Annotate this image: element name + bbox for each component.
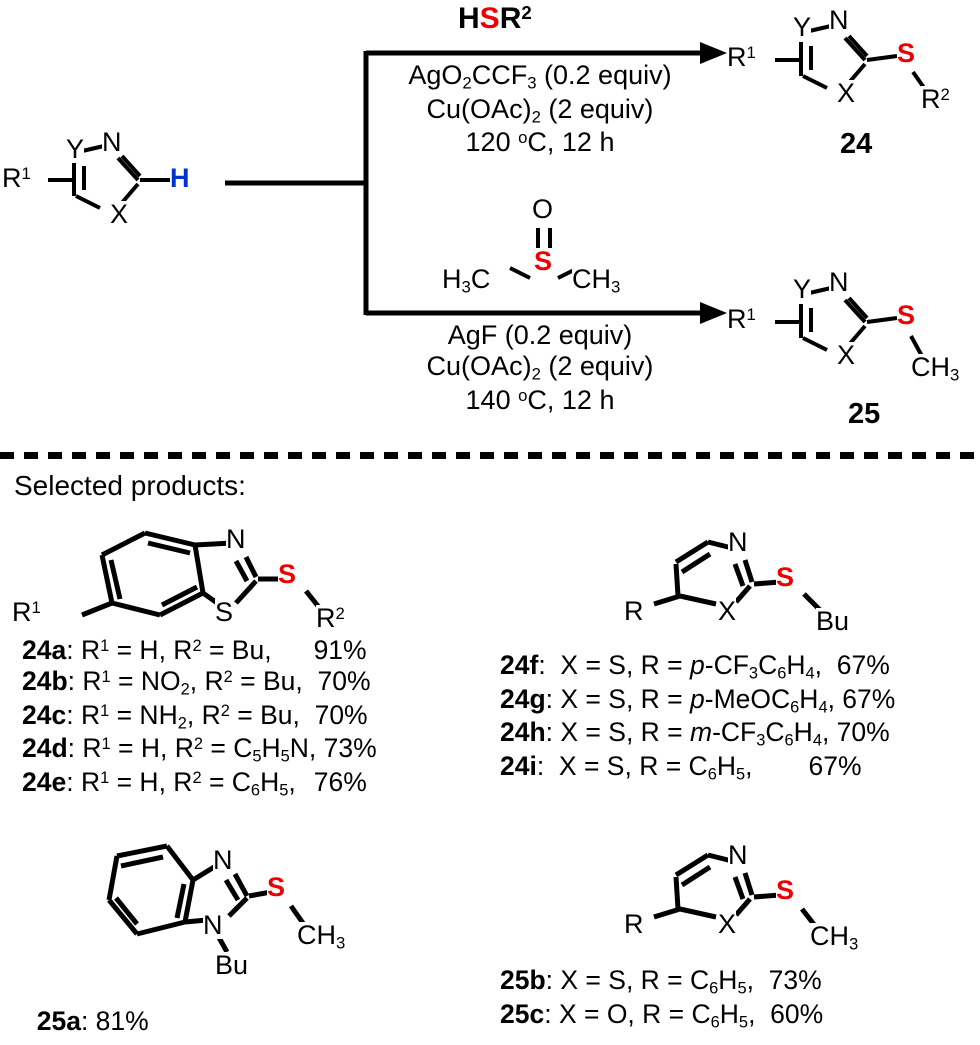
product-25-number: 25 xyxy=(848,398,881,430)
product24-r1-label: R1 xyxy=(727,42,756,72)
condition-line-2: Cu(OAc)2 (2 equiv) xyxy=(426,93,654,127)
substrate-y-label: Y xyxy=(66,134,85,164)
selected-products-heading: Selected products: xyxy=(14,470,246,501)
benzothiazole-r1-label: R1 xyxy=(12,597,41,627)
benzimidazole-sulfur-label: S xyxy=(267,872,286,902)
product25-y-label: Y xyxy=(793,274,812,304)
benzothiazole-r2-label: R2 xyxy=(316,603,345,633)
list-item: 24b: R1 = NO2, R2 = Bu, 70% xyxy=(22,666,371,699)
list-item: 24d: R1 = H, R2 = C5H5N, 73% xyxy=(22,733,377,766)
list-item: 24a: R1 = H, R2 = Bu,91% xyxy=(22,635,367,665)
list-item: 25b: X = S, R = C6H5, 73% xyxy=(500,965,822,998)
product25-n-label: N xyxy=(829,267,849,297)
thiazole-sme-r-label: R xyxy=(624,909,644,939)
benzothiazole-n-label: N xyxy=(226,524,246,554)
product-24-structure: R1 Y N X S R2 xyxy=(727,0,965,125)
benzimidazole-n-bottom-label: N xyxy=(203,910,223,940)
list-item: 25a xyxy=(36,1006,81,1036)
list-item: 24e: R1 = H, R2 = C6H5,76% xyxy=(22,766,367,800)
list-item: 25c: X = O, R = C6H5, 60% xyxy=(500,998,824,1032)
product-25-structure: R1 Y N X S CH3 xyxy=(727,262,975,392)
thiazole-sme-n-label: N xyxy=(728,840,748,870)
thiazole-sbu-n-label: N xyxy=(728,527,748,557)
dmso-s-label: S xyxy=(534,246,553,276)
thiazole-sbu-r-label: R xyxy=(624,596,644,626)
reagent-r2: R2 xyxy=(499,2,532,35)
thiazole-sme-x-label: X xyxy=(718,909,737,939)
product-24-number: 24 xyxy=(840,128,873,160)
dmso-right-methyl: CH3 xyxy=(572,264,621,297)
benzothiazole-ring-s-label: S xyxy=(215,597,234,627)
dmso-o-label: O xyxy=(532,194,554,224)
dmso-left-methyl: H3C xyxy=(442,264,491,297)
list-item: 24c: R1 = NH2, R2 = Bu, 70% xyxy=(22,699,368,733)
condition2-line-1: AgF (0.2 equiv) xyxy=(447,320,633,350)
condition-line-1: AgO2CCF3 (0.2 equiv) xyxy=(408,60,672,93)
thiazole-sme-skeleton xyxy=(653,852,818,929)
product24-sulfur-label: S xyxy=(897,38,916,68)
list-item: 24g: X = S, R = p-MeOC6H4, 67% xyxy=(500,683,896,717)
list-24-left: 24a: R1 = H, R2 = Bu,91% 24b: R1 = NO2, … xyxy=(22,635,377,800)
reagent-dmso: O S H3C CH3 xyxy=(404,196,684,306)
product25-x-label: X xyxy=(837,340,856,370)
benzothiazole-skeleton xyxy=(81,530,324,618)
substrate-structure: R1 Y N X H xyxy=(2,120,218,230)
thiazole-sme-structure: R N X S CH3 xyxy=(624,833,900,958)
thiazole-sbu-skeleton xyxy=(653,539,824,614)
list-25-left: 25a: 81% xyxy=(36,1006,149,1036)
substrate-n-label: N xyxy=(102,127,122,157)
benzothiazole-sr2-structure: R1 N S S R2 xyxy=(12,515,390,635)
benzothiazole-sulfur-label: S xyxy=(278,559,297,589)
reaction-arrows xyxy=(225,42,727,324)
substrate-skeleton xyxy=(48,144,170,210)
product25-methyl-label: CH3 xyxy=(911,352,960,385)
thiazole-sbu-structure: R N X S Bu xyxy=(624,520,890,640)
condition-line-3: 120 oC, 12 h xyxy=(465,127,615,158)
benzimidazole-skeleton xyxy=(106,843,308,954)
thiazole-sbu-sulfur-label: S xyxy=(776,562,795,592)
product25-r1-label: R1 xyxy=(727,304,756,334)
substrate-h-label: H xyxy=(170,163,190,193)
reagent-sulfur: S xyxy=(479,2,500,35)
substrate-r1-label: R1 xyxy=(2,163,31,193)
benzimidazole-n-top-label: N xyxy=(213,845,233,875)
conditions-top: AgO2CCF3 (0.2 equiv) Cu(OAc)2 (2 equiv) … xyxy=(366,60,714,158)
thiazole-sbu-x-label: X xyxy=(718,596,737,626)
substrate-x-label: X xyxy=(110,199,129,229)
condition2-line-3: 140 oC, 12 h xyxy=(465,384,615,415)
benzimidazole-bu-label: Bu xyxy=(215,950,249,980)
product24-x-label: X xyxy=(837,78,856,108)
list-item: 24f: X = S, R = p-CF3C6H4, 67% xyxy=(500,650,890,683)
product24-n-label: N xyxy=(829,5,849,35)
thiazole-sme-sulfur-label: S xyxy=(776,875,795,905)
reagent-thiol-top: HSR2 xyxy=(458,2,532,36)
product25-sulfur-label: S xyxy=(897,300,916,330)
list-24-right: 24f: X = S, R = p-CF3C6H4, 67% 24g: X = … xyxy=(500,650,895,784)
thiazole-sme-methyl-label: CH3 xyxy=(810,921,859,954)
product24-r2-label: R2 xyxy=(921,84,950,114)
section-divider xyxy=(0,452,980,459)
conditions-bottom: AgF (0.2 equiv) Cu(OAc)2 (2 equiv) 140 o… xyxy=(366,320,714,416)
list-item: 24h: X = S, R = m-CF3C6H4, 70% xyxy=(500,717,890,750)
product24-y-label: Y xyxy=(793,12,812,42)
condition2-line-2: Cu(OAc)2 (2 equiv) xyxy=(426,351,654,384)
list-item: 24i: X = S, R = C6H5,67% xyxy=(500,750,862,784)
reagent-h: H xyxy=(458,2,480,35)
benzimidazole-sme-structure: N N S CH3 Bu xyxy=(75,830,405,979)
thiazole-sbu-bu-label: Bu xyxy=(816,606,850,636)
benzimidazole-methyl-label: CH3 xyxy=(297,920,346,953)
list-25-right: 25b: X = S, R = C6H5, 73% 25c: X = O, R … xyxy=(500,965,823,1032)
